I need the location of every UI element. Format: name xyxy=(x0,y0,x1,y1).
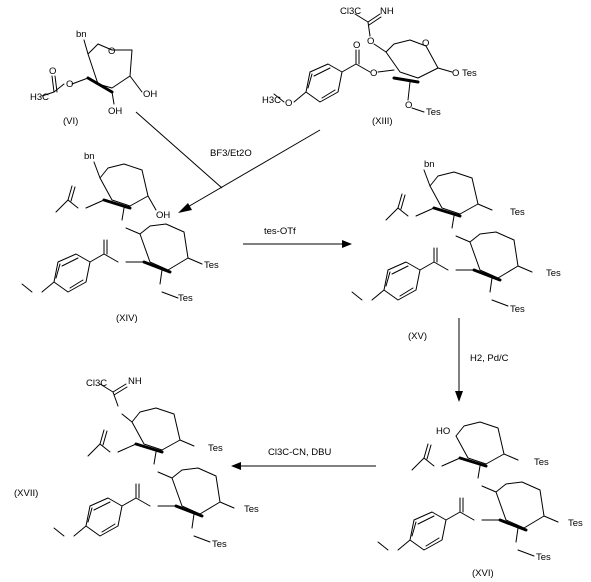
xvii-caption: (XVII) xyxy=(14,488,38,499)
vi-oh1-label: OH xyxy=(108,106,122,117)
vi-carbonyl-o-label: O xyxy=(49,66,56,77)
xiii-ccl3-label: Cl3C xyxy=(340,6,361,17)
compound-xiii-structure xyxy=(273,13,453,113)
vi-caption: (VI) xyxy=(63,116,78,127)
xiii-o-ester-label: O xyxy=(370,68,377,79)
arrow-xvi-to-xvii xyxy=(231,462,376,470)
xiii-methoxy-o-label: O xyxy=(285,98,292,109)
xvi-ho-label: HO xyxy=(436,426,450,437)
xiii-o1-label: O xyxy=(367,36,374,47)
xiv-caption: (XIV) xyxy=(116,313,138,324)
xiii-o4-label: O xyxy=(452,68,459,79)
xvii-ccl3-label: Cl3C xyxy=(86,378,107,389)
xv-tes3-label: Tes xyxy=(510,304,525,315)
compound-xv-structure xyxy=(351,169,533,307)
xiii-ring-o-label: O xyxy=(422,38,429,49)
arrow-xiv-to-xv xyxy=(243,240,352,248)
xiii-caption: (XIII) xyxy=(372,116,393,127)
compound-xvi-structure xyxy=(377,421,559,557)
compound-xvii-structure xyxy=(53,383,235,543)
reagent-step2: tes-OTf xyxy=(264,226,296,237)
xvii-tes2-label: Tes xyxy=(244,504,259,515)
xiii-tes1-label: Tes xyxy=(462,68,477,79)
vi-oh2-label: OH xyxy=(143,89,157,100)
vi-methyl-label: H3C xyxy=(30,92,49,103)
xvi-tes2-label: Tes xyxy=(568,518,583,529)
vi-ring-o-label: O xyxy=(108,46,115,57)
xiv-tes2-label: Tes xyxy=(178,293,193,304)
xiii-methoxy-c-label: H3C xyxy=(262,95,281,106)
xiii-o5-label: O xyxy=(405,100,412,111)
reagent-step4: Cl3C-CN, DBU xyxy=(268,447,331,458)
xiii-carbonyl-o-label: O xyxy=(353,40,360,51)
xvi-tes3-label: Tes xyxy=(536,552,551,563)
vi-ester-o-label: O xyxy=(66,79,73,90)
xv-tes1-label: Tes xyxy=(510,207,525,218)
xv-caption: (XV) xyxy=(408,331,427,342)
xvii-tes1-label: Tes xyxy=(208,443,223,454)
xiv-tes1-label: Tes xyxy=(204,260,219,271)
xiii-tes2-label: Tes xyxy=(426,107,441,118)
reagent-step3: H2, Pd/C xyxy=(470,353,509,364)
xvi-tes1-label: Tes xyxy=(534,457,549,468)
xv-tes2-label: Tes xyxy=(546,268,561,279)
arrow-xiii-to-xiv xyxy=(178,129,321,213)
xvii-tes3-label: Tes xyxy=(212,539,227,550)
arrow-vi-to-xiv xyxy=(135,111,223,189)
xvii-nh-label: NH xyxy=(128,376,142,387)
arrow-xv-to-xvi xyxy=(455,318,463,402)
xiv-oh-label: OH xyxy=(156,210,170,221)
xiii-nh-label: NH xyxy=(380,6,394,17)
reagent-step1: BF3/Et2O xyxy=(210,148,252,159)
xiv-bn-label: bn xyxy=(84,151,95,162)
compound-vi-structure xyxy=(41,39,143,105)
vi-bn-label: bn xyxy=(76,29,87,40)
xv-bn-label: bn xyxy=(424,159,435,170)
xvi-caption: (XVI) xyxy=(472,568,494,579)
compound-xiv-structure xyxy=(21,161,203,299)
